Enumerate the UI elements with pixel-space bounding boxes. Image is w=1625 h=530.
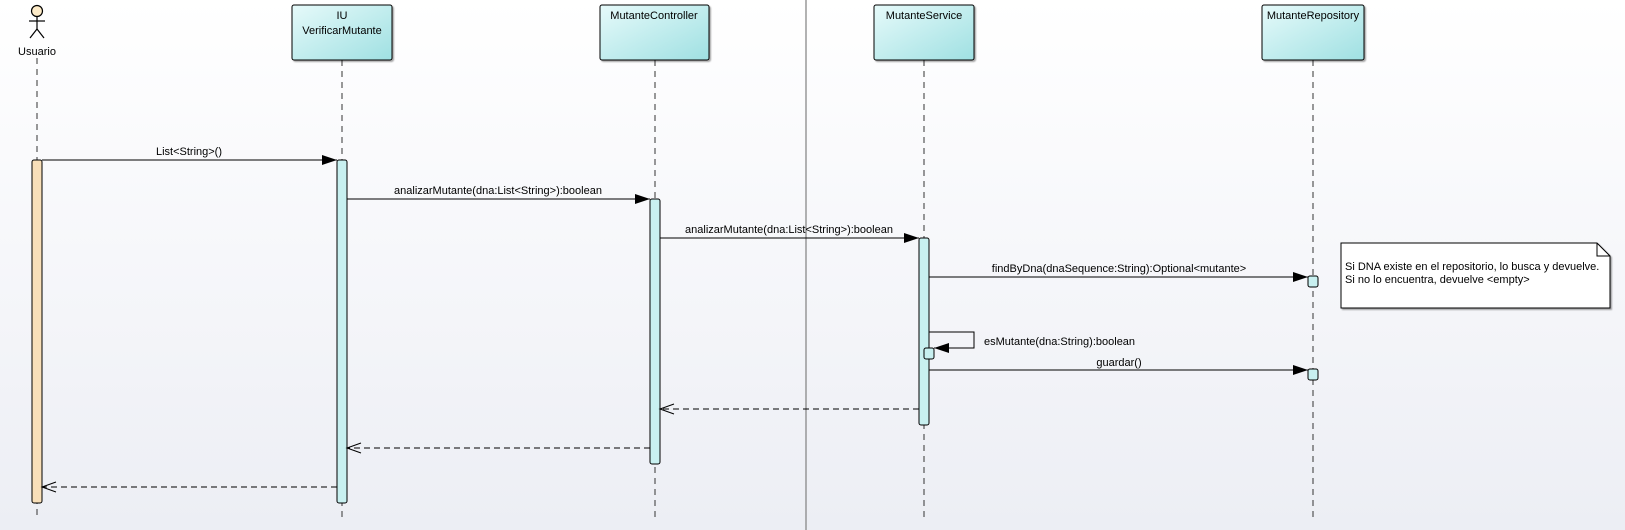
message-label-m2: analizarMutante(dna:List<String>):boolea…	[394, 185, 602, 197]
actor-stick-figure-icon	[29, 4, 45, 39]
return-message-controller	[345, 442, 650, 454]
message-label-m6: guardar()	[1096, 357, 1141, 369]
lifeline-lines	[36, 58, 1314, 520]
note[interactable]: Si DNA existe en el repositorio, lo busc…	[1340, 242, 1611, 309]
message-m5-self: esMutante(dna:String):boolean	[929, 331, 1135, 353]
lifeline-service[interactable]: MutanteService	[873, 4, 975, 61]
arrowhead-icon	[1293, 365, 1308, 375]
open-arrowhead-icon	[40, 481, 57, 493]
activation-repository-save	[1307, 368, 1319, 381]
lifeline-iu[interactable]: IU VerificarMutante	[291, 4, 393, 61]
message-m2: analizarMutante(dna:List<String>):boolea…	[347, 185, 650, 204]
note-fold-corner	[1596, 243, 1610, 257]
lifeline-repository[interactable]: MutanteRepository	[1261, 4, 1365, 61]
arrowhead-icon	[934, 343, 949, 353]
message-label-m4: findByDna(dnaSequence:String):Optional<m…	[992, 263, 1246, 275]
open-arrowhead-icon	[658, 403, 675, 415]
open-arrowhead-icon	[345, 442, 362, 454]
lifeline-service-label: MutanteService	[886, 10, 962, 22]
lifeline-controller-box	[599, 4, 710, 61]
arrowhead-icon	[635, 194, 650, 204]
activations	[31, 159, 1319, 504]
activation-service	[918, 237, 930, 426]
message-label-m5: esMutante(dna:String):boolean	[984, 336, 1135, 348]
message-label-m1: List<String>()	[156, 146, 222, 158]
activation-iu	[336, 159, 348, 504]
lifeline-repository-box	[1261, 4, 1365, 61]
activation-repository-find	[1307, 275, 1319, 288]
actor-label: Usuario	[18, 46, 56, 58]
message-m1: List<String>()	[42, 146, 337, 165]
lifeline-iu-label-1: IU	[337, 10, 348, 22]
lifeline-controller[interactable]: MutanteController	[599, 4, 710, 61]
note-shape	[1340, 242, 1611, 309]
return-message-iu	[40, 481, 337, 493]
activation-usuario	[31, 159, 43, 504]
message-label-m3: analizarMutante(dna:List<String>):boolea…	[685, 224, 893, 236]
lifeline-iu-box	[291, 4, 393, 61]
activation-service-self	[923, 347, 935, 360]
arrowhead-icon	[904, 233, 919, 243]
actor-usuario: Usuario	[18, 4, 56, 58]
lifeline-controller-label: MutanteController	[610, 10, 698, 22]
note-line-2: Si no lo encuentra, devuelve <empty>	[1345, 274, 1530, 286]
note-line-1: Si DNA existe en el repositorio, lo busc…	[1345, 261, 1599, 273]
lifeline-iu-label-2: VerificarMutante	[302, 25, 381, 37]
return-message-service	[658, 403, 919, 415]
activation-controller	[649, 198, 661, 465]
message-m6: guardar()	[929, 357, 1308, 375]
lifeline-service-box	[873, 4, 975, 61]
arrowhead-icon	[322, 155, 337, 165]
lifeline-repository-label: MutanteRepository	[1267, 10, 1360, 22]
arrowhead-icon	[1293, 272, 1308, 282]
message-m3: analizarMutante(dna:List<String>):boolea…	[660, 224, 919, 243]
message-m4: findByDna(dnaSequence:String):Optional<m…	[929, 263, 1308, 282]
